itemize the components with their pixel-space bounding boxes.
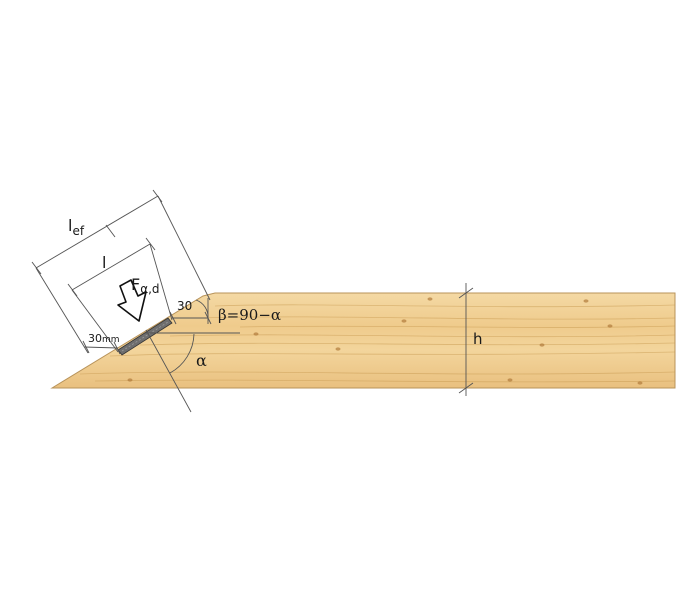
label-force: Fα,d: [131, 275, 160, 296]
label-alpha: α: [196, 351, 207, 370]
normal-line: [145, 329, 192, 413]
timber-beam: [50, 292, 676, 389]
bearing-plate: [117, 317, 173, 356]
dimension-l-ef: [31, 189, 211, 354]
force-arrow: [117, 279, 147, 322]
label-l: l: [102, 253, 106, 272]
dimension-l: [67, 237, 173, 353]
beta-arc: [195, 299, 209, 319]
plate-hatch: [121, 321, 169, 352]
dimension-h: [458, 283, 474, 396]
wood-knots: [127, 297, 643, 385]
dimension-30-top: [169, 298, 212, 325]
wood-grain: [79, 304, 676, 383]
label-beta: β=90−α: [218, 306, 281, 324]
label-l-ef: lef: [68, 216, 85, 238]
alpha-arc: [169, 333, 195, 374]
dimension-30mm: [82, 340, 121, 355]
label-30mm: 30mm: [88, 332, 120, 345]
label-h: h: [473, 330, 483, 348]
label-30-top: 30: [177, 299, 192, 313]
